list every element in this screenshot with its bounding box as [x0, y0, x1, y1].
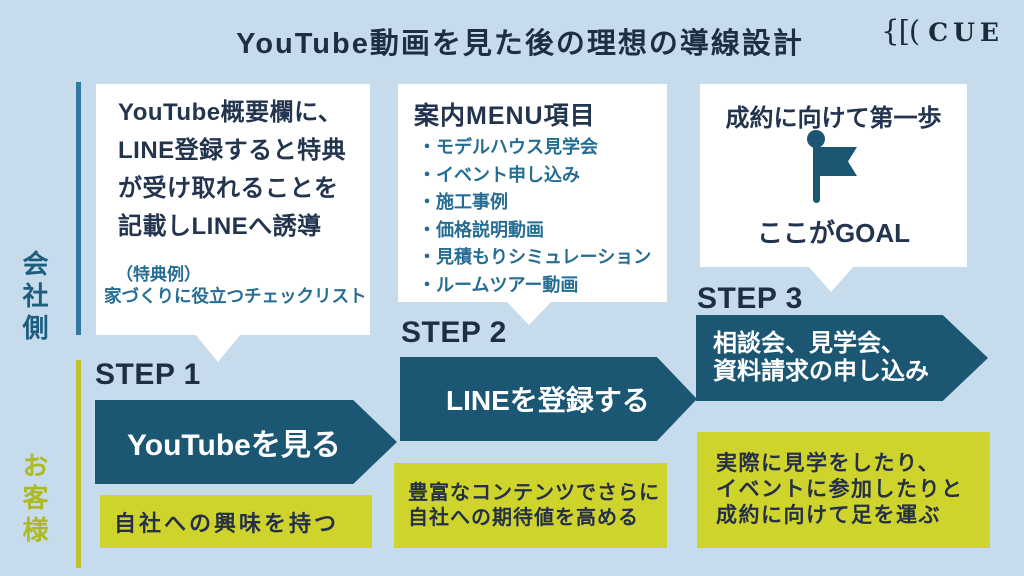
step1-bonus-example-label: （特典例）: [116, 265, 201, 284]
menu-item-label: イベント申し込み: [436, 164, 580, 185]
step1-action-text: YouTubeを見る: [127, 429, 341, 462]
menu-item-label: 価格説明動画: [436, 219, 544, 240]
step1-bubble-tail: [195, 334, 241, 362]
step1-bubble-line: が受け取れることを: [118, 175, 339, 202]
step1-bubble-line: 記載しLINEへ誘導: [118, 213, 322, 240]
step1-label: STEP 1: [95, 358, 201, 391]
brand-logo-marks-icon: {[(: [881, 14, 920, 48]
step1-outcome-line: 自社への興味を持つ: [114, 510, 340, 536]
bullet-icon: ・: [418, 247, 436, 267]
company-lane-label: 会社側: [19, 250, 49, 346]
menu-item-label: ルームツアー動画: [436, 274, 579, 295]
step1-bubble-text: YouTube概要欄に、 LINE登録すると特典 が受け取れることを 記載しLI…: [118, 94, 346, 246]
step3-bubble-tail: [808, 266, 854, 292]
step3-action-line: 資料請求の申し込み: [713, 358, 929, 385]
customer-lane-label: お客様: [19, 452, 49, 548]
step3-speech-bubble: 成約に向けて第一歩 ここがGOAL: [700, 84, 967, 267]
bullet-icon: ・: [418, 192, 436, 212]
step1-bubble-line: YouTube概要欄に、: [118, 99, 343, 126]
step3-outcome-line: イベントに参加したりと: [716, 478, 964, 501]
step3-outcome-box: 実際に見学をしたり、 イベントに参加したりと 成約に向けて足を運ぶ: [697, 432, 990, 548]
step2-speech-bubble: 案内MENU項目 ・モデルハウス見学会 ・イベント申し込み ・施工事例 ・価格説…: [398, 84, 667, 302]
step1-bubble-line: LINE登録すると特典: [118, 137, 347, 164]
menu-item-label: 施工事例: [436, 192, 508, 212]
menu-item: ・見積もりシミュレーション: [418, 244, 651, 272]
bullet-icon: ・: [418, 137, 436, 157]
step3-action-arrow: 相談会、見学会、 資料請求の申し込み: [696, 315, 988, 401]
menu-item: ・モデルハウス見学会: [418, 134, 651, 162]
step1-bonus-example-text: 家づくりに役立つチェックリスト: [104, 286, 367, 306]
menu-item: ・ルームツアー動画: [418, 272, 651, 300]
step1-outcome-box: 自社への興味を持つ: [100, 495, 372, 548]
step1-action-arrow: YouTubeを見る: [95, 400, 397, 484]
step2-outcome-box: 豊富なコンテンツでさらに 自社への期待値を高める: [394, 463, 667, 548]
step3-label: STEP 3: [697, 282, 803, 315]
step3-goal-heading: 成約に向けて第一歩: [725, 105, 942, 132]
step2-menu-list: ・モデルハウス見学会 ・イベント申し込み ・施工事例 ・価格説明動画 ・見積もり…: [418, 134, 651, 299]
step2-label: STEP 2: [401, 316, 507, 349]
step2-menu-heading: 案内MENU項目: [414, 102, 596, 130]
bullet-icon: ・: [418, 274, 436, 295]
bullet-icon: ・: [418, 164, 436, 185]
bullet-icon: ・: [418, 219, 436, 240]
step2-outcome-line: 自社への期待値を高める: [408, 506, 639, 529]
goal-flag-icon: [804, 130, 862, 209]
step2-bubble-tail: [506, 301, 552, 325]
customer-lane-bar: [76, 360, 81, 568]
brand-logo: {[( CUE: [881, 14, 1004, 48]
menu-item-label: モデルハウス見学会: [436, 137, 598, 157]
step2-action-arrow: LINEを登録する: [400, 357, 697, 441]
step2-outcome-line: 豊富なコンテンツでさらに: [408, 481, 660, 504]
page-title: YouTube動画を見た後の理想の導線設計: [236, 28, 804, 60]
step3-action-line: 相談会、見学会、: [713, 330, 905, 357]
brand-logo-name: CUE: [928, 18, 1004, 47]
menu-item: ・施工事例: [418, 189, 651, 217]
menu-item-label: 見積もりシミュレーション: [436, 247, 652, 267]
menu-item: ・価格説明動画: [418, 217, 651, 245]
step3-outcome-line: 成約に向けて足を運ぶ: [716, 504, 941, 527]
step3-outcome-line: 実際に見学をしたり、: [716, 452, 941, 475]
step1-speech-bubble: YouTube概要欄に、 LINE登録すると特典 が受け取れることを 記載しLI…: [96, 84, 370, 335]
company-lane-bar: [76, 82, 81, 335]
menu-item: ・イベント申し込み: [418, 162, 651, 190]
step3-goal-text: ここがGOAL: [756, 218, 911, 248]
step2-action-text: LINEを登録する: [446, 385, 650, 416]
